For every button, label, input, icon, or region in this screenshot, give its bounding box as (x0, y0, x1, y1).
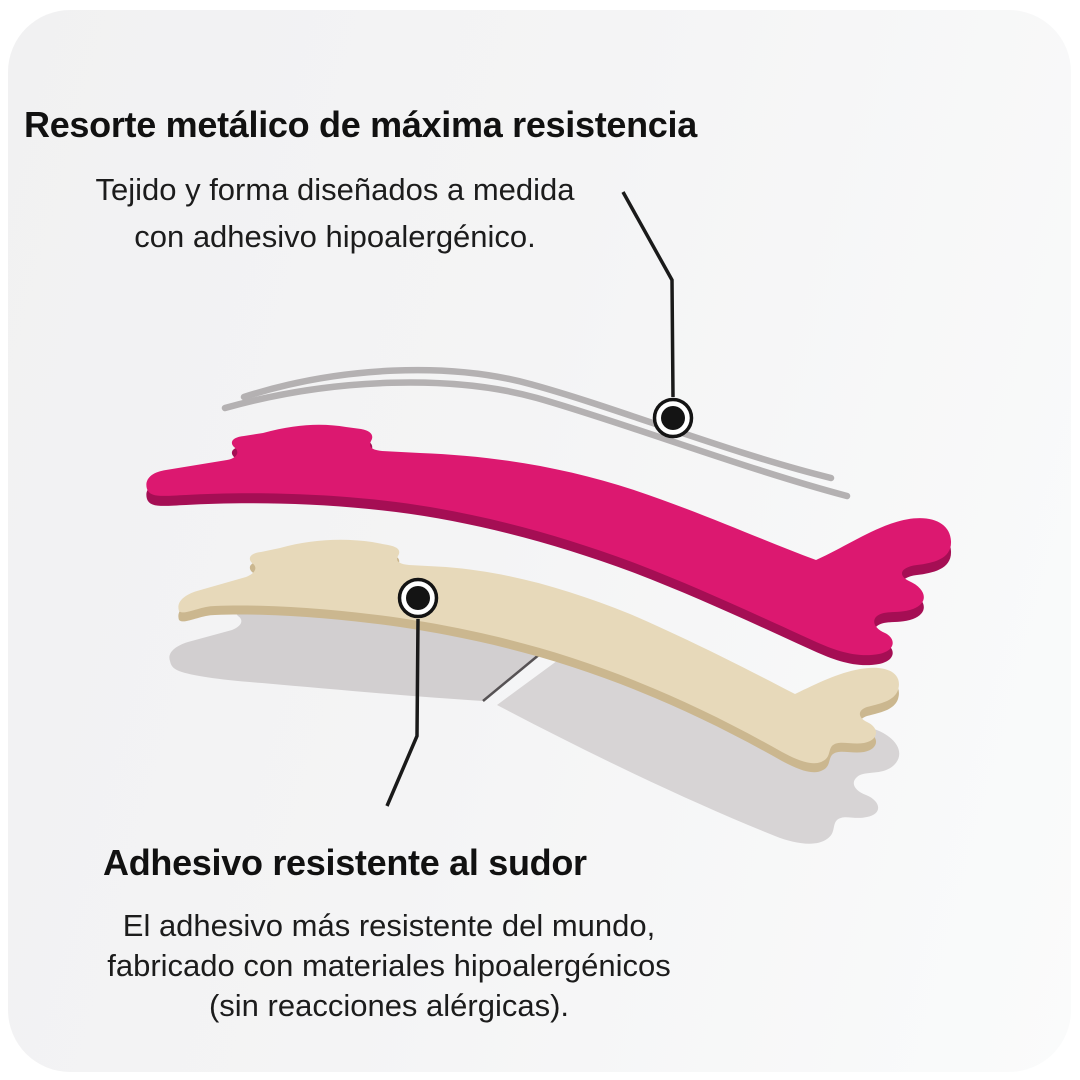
subtext-top: Tejido y forma diseñados a medida con ad… (45, 166, 625, 260)
subtext-bottom: El adhesivo más resistente del mundo, fa… (93, 906, 685, 1026)
subtext-top-line-2: con adhesivo hipoalergénico. (134, 219, 536, 254)
callouts (385, 191, 694, 807)
liner-right-piece (497, 655, 900, 844)
metal-spring-layer (221, 366, 851, 500)
callout-bottom-line (385, 618, 420, 807)
subtext-bottom-line-3: (sin reacciones alérgicas). (208, 988, 570, 1023)
headline-top: Resorte metálico de máxima resistencia (24, 104, 697, 145)
spring-wire-upper (240, 366, 835, 482)
callout-bottom-marker-dot (406, 586, 430, 610)
callout-top-line (621, 191, 675, 398)
liner-split-edge (482, 648, 547, 702)
callout-top-marker-dot (661, 406, 685, 430)
subtext-bottom-line-1: El adhesivo más resistente del mundo, (122, 908, 656, 943)
subtext-bottom-line-2: fabricado con materiales hipoalergénicos (107, 948, 671, 983)
headline-bottom: Adhesivo resistente al sudor (103, 842, 587, 883)
spring-wire-lower (221, 379, 851, 500)
subtext-top-line-1: Tejido y forma diseñados a medida (95, 172, 575, 207)
